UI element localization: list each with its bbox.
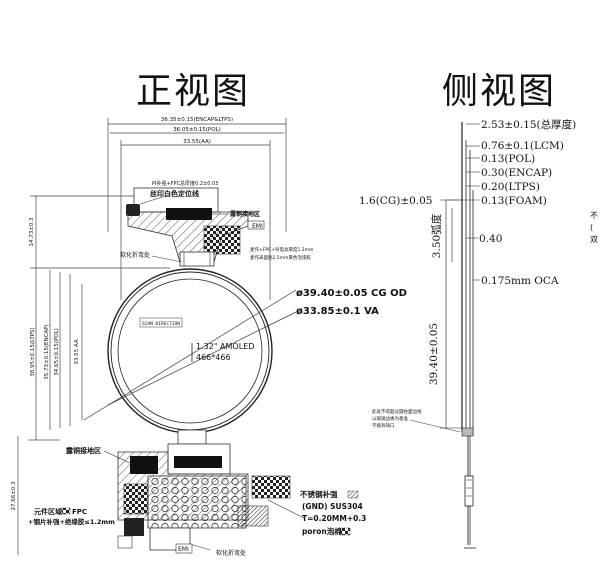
amoled-resolution: 466*466 (196, 353, 231, 362)
dim-left-1: 38.95±0.15(LTPS) (30, 327, 36, 376)
label-copper: 露铜接地区 (230, 210, 260, 218)
label-steel: 不锈钢补强 (300, 489, 338, 499)
dim-left-bottom: 27.66±0.3 (11, 481, 17, 511)
side-ltps: 0.20(LTPS) (481, 181, 540, 193)
side-view-title: 侧视图 (442, 71, 557, 112)
dim-cg-od: ø39.40±0.05 CG OD (296, 288, 407, 299)
top-dimensions (107, 118, 287, 300)
side-lcm: 0.76±0.1(LCM) (481, 140, 564, 152)
dim-left-4: 33.55 AA (74, 339, 80, 364)
fpc-swatch (61, 507, 71, 515)
side-total: 2.53±0.15(总厚度) (481, 118, 576, 131)
side-foam: 0.13(FOAM) (481, 195, 547, 207)
side-leaders (446, 123, 480, 281)
left-dimensions (17, 195, 190, 555)
side-note-2: 以玻璃边缘为基准 (372, 415, 408, 422)
label-silk: 丝印白色定位线 (150, 189, 199, 198)
side-view: 2.53±0.15(总厚度) 0.76±0.1(LCM) 0.13(POL) 0… (359, 118, 598, 549)
steel-swatch (347, 490, 359, 499)
dim-top-2: 36.05±0.15(POL) (173, 127, 221, 133)
dim-left-top: 14.73±0.3 (29, 217, 35, 247)
note-emi-2: 麦作表面贴2.5mm黄色泡漆胶 (250, 254, 311, 261)
upper-fpc (126, 187, 249, 267)
side-profile (440, 122, 476, 549)
label-component-fpc: FPC (72, 508, 87, 516)
side-edge-3: 双 (590, 235, 598, 244)
side-040: 0.40 (479, 233, 502, 245)
side-oca: 0.175mm OCA (481, 275, 559, 287)
side-edge-2: ( (590, 223, 593, 232)
side-edge-1: 不 (590, 211, 598, 220)
label-thickness: T=0.20MM+0.3 (302, 514, 366, 523)
side-encap: 0.30(ENCAP) (481, 167, 552, 179)
note-emi-1: 麦作+FPC+导电总厚度1.2mm (250, 246, 313, 253)
label-component-1: 元件区域 (34, 507, 62, 516)
dim-left-3: 34.65±0.15(POL) (54, 328, 60, 376)
front-view-title: 正视图 (136, 71, 251, 112)
round-display (83, 268, 297, 434)
amoled-size: 1.32" AMOLED (196, 342, 254, 351)
lower-fpc (117, 429, 305, 551)
scan-direction: SCAN DIRECTION (142, 321, 180, 327)
poron-swatch (339, 527, 351, 536)
front-view: 36.35±0.15(ENCAP&LTPS) 36.05±0.15(POL) 3… (11, 117, 407, 557)
dim-top-1: 36.35±0.15(ENCAP&LTPS) (161, 117, 233, 123)
side-note-1: 此处不得超过圆柱面边线 (372, 408, 422, 415)
dim-va: ø33.85±0.1 VA (296, 306, 379, 317)
label-poron: poron泡棉 (302, 526, 342, 536)
dim-top-3: 33.55(AA) (183, 139, 211, 145)
side-arc: 3.50弧度 (430, 213, 443, 258)
note-fpc: PI补强+FPC总厚度0.2±0.03 (152, 180, 218, 187)
label-emi-2: EMI (178, 546, 189, 553)
label-emi: EMI (252, 223, 263, 230)
label-bend-2: 软化折弯处 (216, 549, 246, 557)
label-component-2: +钢片补强+绝缘胶≤1.2mm (28, 517, 115, 526)
label-bend: 软化折弯处 (120, 251, 150, 259)
side-length: 39.40±0.05 (428, 323, 440, 385)
label-copper-2: 露铜接地区 (66, 446, 101, 455)
side-pol: 0.13(POL) (481, 153, 535, 165)
side-note-3: 不能有缺口 (372, 422, 395, 429)
label-gnd: (GND) SUS304 (302, 502, 363, 511)
side-cg: 1.6(CG)±0.05 (359, 195, 433, 207)
dim-left-2: 35.73±0.15(ENCAP) (44, 324, 50, 379)
